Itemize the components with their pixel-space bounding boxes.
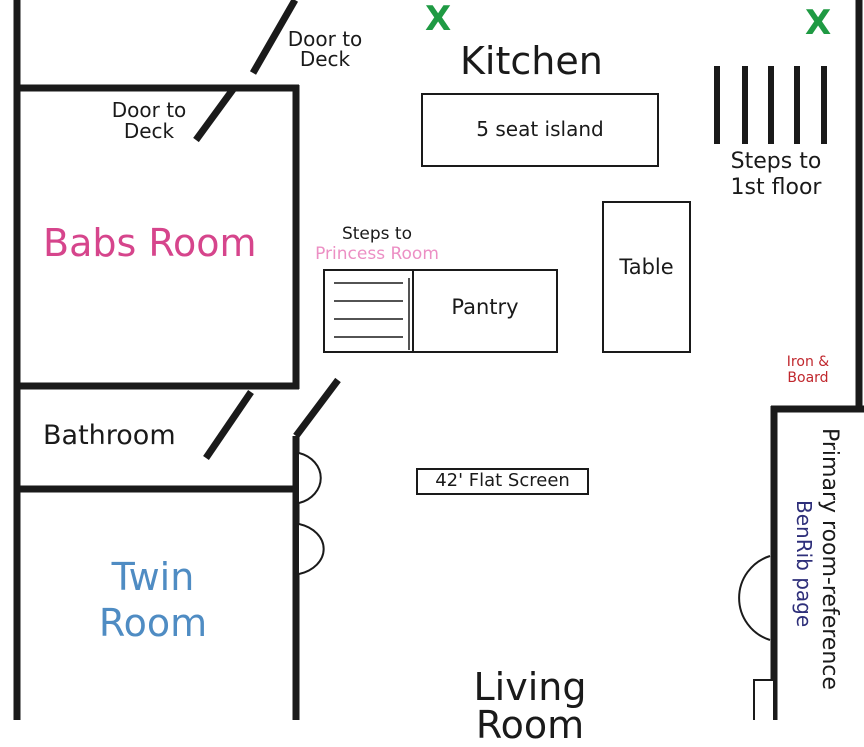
- seat-semicircle: [298, 452, 322, 504]
- pantry-label: Pantry: [451, 295, 519, 319]
- door-deck-top-line2: Deck: [299, 47, 351, 71]
- twin-room-line2: Room: [98, 601, 208, 645]
- door-to-deck-left: [193, 85, 237, 143]
- bathroom-door: [203, 390, 254, 460]
- door-deck-top-line1: Door to: [287, 27, 363, 51]
- door-to-deck-top: [249, 0, 299, 75]
- dining-table: [602, 201, 691, 353]
- x-mark-left: X: [425, 0, 452, 39]
- steps-first-floor-line1: Steps to: [730, 149, 822, 174]
- x-mark-right: X: [805, 3, 832, 43]
- steps-princess-line2: Princess Room: [315, 244, 439, 264]
- steps-first-floor-line2: 1st floor: [730, 175, 822, 200]
- steps-princess-line1: Steps to: [341, 224, 413, 244]
- table-label: Table: [619, 255, 674, 279]
- flat-screen-label: 42' Flat Screen: [435, 470, 570, 491]
- twin-room-line1: Twin: [111, 555, 195, 599]
- kitchen-island: [421, 93, 659, 167]
- round-table: [738, 555, 771, 641]
- bathroom-label: Bathroom: [43, 420, 176, 451]
- island-label: 5 seat island: [476, 117, 604, 141]
- door-deck-left-line1: Door to: [111, 98, 187, 122]
- kitchen-label: Kitchen: [460, 39, 603, 83]
- primary-room-label: Primary room-reference: [817, 428, 842, 690]
- iron-board-line1: Iron &: [786, 354, 830, 370]
- small-furniture: [753, 679, 775, 720]
- seat-semicircle: [298, 523, 325, 575]
- iron-board-line2: Board: [787, 370, 829, 386]
- benrib-label: BenRib page: [792, 500, 816, 628]
- door-deck-left-line2: Deck: [123, 119, 175, 143]
- floor-plan: [13, 0, 864, 720]
- hall-door: [293, 377, 341, 439]
- living-room-line1: Living: [473, 665, 587, 709]
- babs-room-label: Babs Room: [43, 221, 257, 265]
- flat-screen-box: [416, 468, 589, 495]
- living-room-line2: Room: [475, 703, 585, 747]
